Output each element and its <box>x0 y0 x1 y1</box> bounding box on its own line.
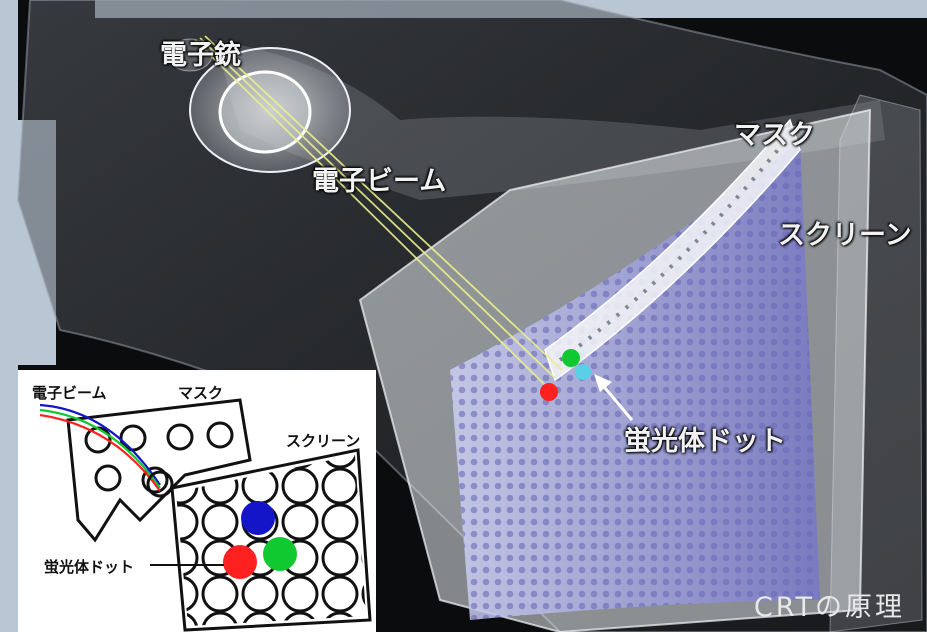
inset-label-phosphor-dot: 蛍光体ドット <box>44 558 135 576</box>
inset-dot-green <box>263 537 297 571</box>
shadow-mask-holes <box>558 133 792 362</box>
label-electron-beam: 電子ビーム <box>312 166 447 197</box>
inset-detail <box>18 370 376 632</box>
phosphor-dot-grid <box>450 140 820 620</box>
electron-beam-1 <box>194 39 549 389</box>
electron-beam-2 <box>199 37 556 379</box>
diagram-caption: CRTの原理 <box>753 592 905 623</box>
inset-dot-blue <box>241 501 275 535</box>
inset-label-mask: マスク <box>178 384 224 402</box>
label-phosphor-dot: 蛍光体ドット <box>624 426 786 457</box>
phosphor-dot-cyan <box>575 364 591 380</box>
inset-label-electron-beam: 電子ビーム <box>32 384 107 402</box>
phosphor-arrow <box>594 374 634 421</box>
electron-beam-3 <box>204 35 563 371</box>
label-mask: マスク <box>734 120 815 151</box>
phosphor-dot-red <box>540 383 558 401</box>
inset-label-screen: スクリーン <box>286 432 361 450</box>
phosphor-dot-green <box>562 349 580 367</box>
inset-dot-red <box>223 545 257 579</box>
label-screen: スクリーン <box>778 220 912 251</box>
electron-beams <box>194 35 563 389</box>
label-electron-gun: 電子銃 <box>160 40 241 71</box>
inset-beam-hole <box>146 470 174 498</box>
shadow-mask <box>544 118 801 382</box>
